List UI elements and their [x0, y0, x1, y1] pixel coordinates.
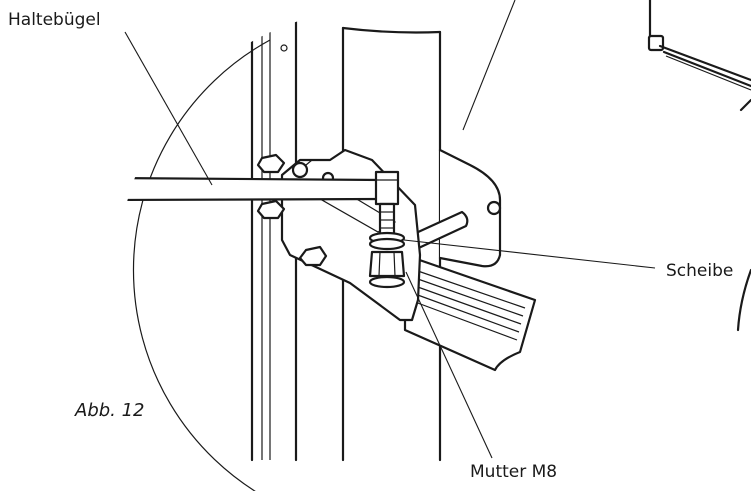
- label-bracket: Haltebügel: [8, 10, 101, 30]
- threaded-rod: [378, 202, 396, 238]
- figure-caption: Abb. 12: [75, 400, 145, 421]
- nut-m8: [368, 250, 406, 289]
- overview-view: [647, 0, 751, 332]
- label-nut: Mutter M8: [470, 462, 558, 482]
- leader-top: [462, 0, 516, 131]
- label-washer: Scheibe: [666, 261, 734, 281]
- leader-nut: [405, 271, 493, 459]
- frame-nuts: [256, 153, 328, 267]
- mounting-plate: [438, 148, 502, 268]
- leader-bracket: [124, 31, 213, 186]
- leader-washer: [403, 239, 656, 269]
- plate-bolt: [486, 200, 502, 216]
- washer: [368, 231, 406, 251]
- detail-circle: [132, 39, 271, 495]
- bracket-end: [374, 170, 400, 206]
- holding-bracket: [118, 176, 388, 202]
